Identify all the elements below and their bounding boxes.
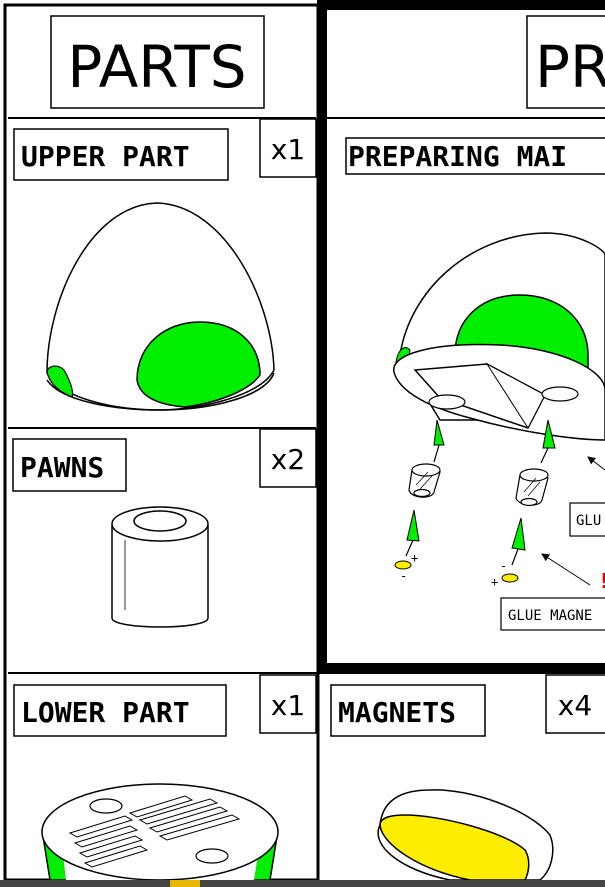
parts-title-box	[50, 15, 265, 109]
polarity-minus-a: -	[400, 569, 407, 583]
preparation-panel: PR PREPARING MAI	[317, 0, 605, 673]
upper-part-label: UPPER PART	[21, 140, 190, 173]
polarity-plus-a: +	[411, 551, 418, 565]
lower-part-label: LOWER PART	[21, 696, 190, 729]
upper-part-qty: x1	[271, 133, 305, 166]
pawns-label: PAWNS	[20, 451, 104, 484]
parts-title: PARTS	[67, 33, 246, 101]
glue-label-right: GLU	[576, 513, 601, 529]
pawn-cylinder-illustration	[111, 506, 209, 628]
pawns-qty: x2	[271, 443, 305, 476]
polarity-minus-b: -	[500, 559, 507, 573]
magnet-disc-illustration	[377, 789, 554, 881]
magnets-panel: MAGNETS x4	[317, 673, 605, 881]
parts-panel: PARTS UPPER PART x1 PAWNS x2 LOWER PART	[3, 3, 605, 882]
lower-part-grill-illustration	[41, 783, 279, 881]
preparation-title: PR	[535, 33, 605, 101]
polarity-plus-b: +	[491, 575, 498, 589]
magnets-qty: x4	[558, 689, 592, 722]
glue-magnets-label: GLUE MAGNE	[508, 608, 592, 624]
bottom-strip	[0, 880, 605, 887]
magnets-label: MAGNETS	[338, 696, 456, 729]
warning-mark: !	[598, 569, 605, 593]
upper-part-dome-illustration	[46, 202, 275, 411]
exploded-assembly-illustration: !	[393, 232, 605, 593]
preparation-heading: PREPARING MAI	[348, 140, 567, 173]
lower-part-qty: x1	[271, 689, 305, 722]
